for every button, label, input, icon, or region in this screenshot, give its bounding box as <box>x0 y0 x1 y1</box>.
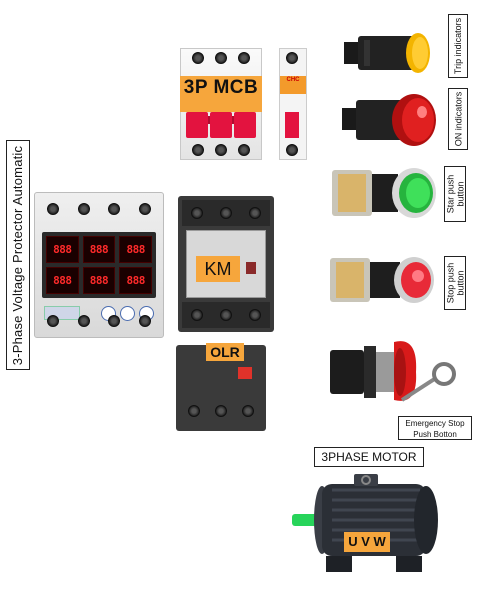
mcb-toggle[interactable] <box>186 112 208 138</box>
screw-icon <box>214 144 227 156</box>
screw-icon <box>219 207 232 219</box>
trip-indicator-icon <box>342 28 434 78</box>
start-line1: Star push <box>445 174 455 214</box>
voltage-readout: 888 <box>82 267 116 294</box>
screw-icon <box>238 52 251 64</box>
estop-line2: Push Botton <box>413 430 457 439</box>
voltage-readout: 888 <box>46 267 79 294</box>
breaker-brand: CHC <box>280 76 306 94</box>
screw-icon <box>219 309 232 321</box>
start-line2: button <box>455 181 465 207</box>
voltage-protector-label-text: 3-Phase Voltage Protector Automatic <box>10 145 26 365</box>
olr-reset-button[interactable] <box>238 367 252 379</box>
screw-icon <box>191 144 204 156</box>
voltage-readout: 888 <box>119 267 152 294</box>
screw-icon <box>286 144 298 156</box>
voltage-protector-label: 3-Phase Voltage Protector Automatic <box>6 140 30 370</box>
screw-icon <box>238 144 251 156</box>
screw-icon <box>138 315 151 327</box>
voltage-display-panel: 888 888 888 888 888 888 <box>42 232 156 298</box>
contactor-indicator <box>246 262 256 274</box>
screw-icon <box>249 309 262 321</box>
screw-icon <box>77 203 90 215</box>
breaker-toggle[interactable] <box>285 112 299 138</box>
voltage-protector: 888 888 888 888 888 888 <box>34 192 164 338</box>
screw-icon <box>191 52 204 64</box>
screw-icon <box>187 405 200 417</box>
voltage-readout: 888 <box>46 236 79 263</box>
start-button-icon[interactable] <box>330 164 438 222</box>
motor-icon <box>292 474 442 580</box>
mcb-toggle[interactable] <box>210 112 232 138</box>
estop-line1: Emergency Stop <box>405 419 465 428</box>
screw-icon <box>47 203 60 215</box>
stop-line1: Stop push <box>445 262 455 304</box>
stop-button-icon[interactable] <box>328 252 438 308</box>
trip-indicator-label: Trip indicators <box>448 14 468 78</box>
olr-label: OLR <box>206 343 244 361</box>
motor-title: 3PHASE MOTOR <box>314 447 424 467</box>
screw-icon <box>108 203 121 215</box>
screw-icon <box>77 315 90 327</box>
protector-up-button[interactable] <box>120 305 135 321</box>
overload-relay: OLR <box>176 343 266 431</box>
screw-icon <box>249 207 262 219</box>
voltage-readout: 888 <box>82 236 116 263</box>
screw-icon <box>286 52 298 64</box>
contactor-km: KM <box>178 196 274 332</box>
emergency-stop-label: Emergency Stop Push Botton <box>398 416 472 440</box>
contactor-label: KM <box>196 256 240 282</box>
trip-indicator-label-text: Trip indicators <box>453 17 463 75</box>
on-indicator-label: ON indicators <box>448 88 468 150</box>
voltage-readout: 888 <box>119 236 152 263</box>
screw-icon <box>214 405 227 417</box>
mcb-label: 3P MCB <box>183 77 259 98</box>
on-indicator-icon <box>338 90 438 150</box>
screw-icon <box>190 207 203 219</box>
screw-icon <box>214 52 227 64</box>
mcb-3p: 3P MCB <box>180 48 262 160</box>
stop-line2: button <box>455 270 465 296</box>
control-breaker: CHC <box>279 48 307 160</box>
screw-icon <box>190 309 203 321</box>
screw-icon <box>242 405 255 417</box>
on-indicator-label-text: ON indicators <box>453 91 463 147</box>
screw-icon <box>108 315 121 327</box>
screw-icon <box>47 315 60 327</box>
key-icon <box>400 362 456 402</box>
emergency-stop-icon[interactable] <box>328 338 468 418</box>
motor-terminal-label: U V W <box>344 532 390 552</box>
screw-icon <box>138 203 151 215</box>
mcb-toggle[interactable] <box>234 112 256 138</box>
